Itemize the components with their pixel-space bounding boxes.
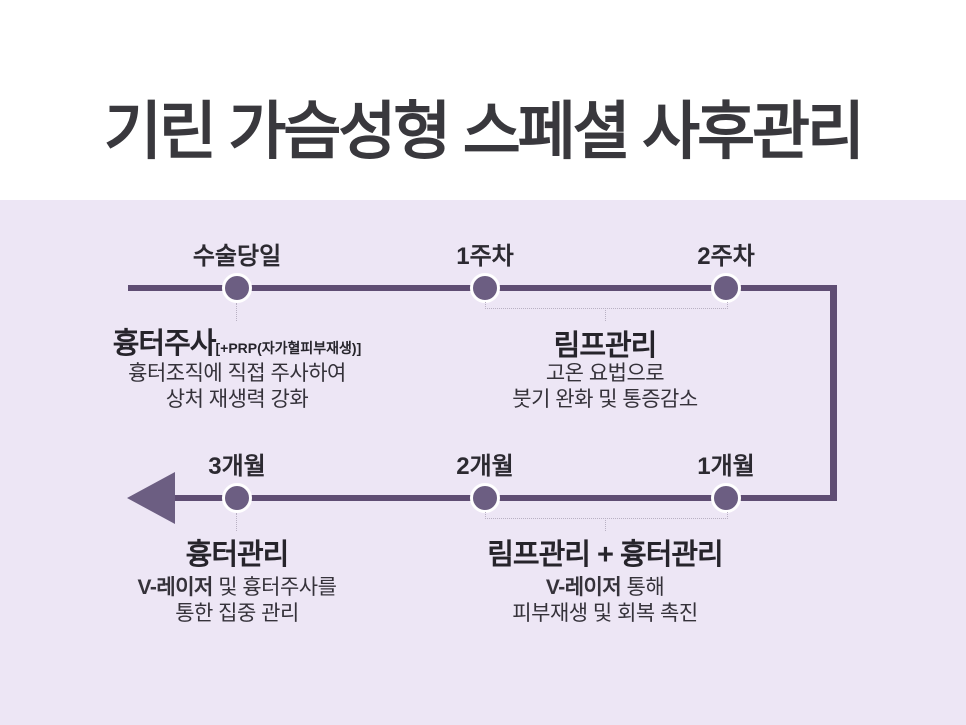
milestone-label-week2: 2주차 [697,243,755,270]
timeline-dot-month2 [470,483,500,513]
milestone-label-month3: 3개월 [208,453,266,480]
desc-line: 붓기 완화 및 통증감소 [512,388,698,411]
desc-line: V-레이저 및 흉터주사를 [138,575,337,601]
connector-month3 [236,513,237,531]
section-desc-lymph-care: 고온 요법으로 붓기 완화 및 통증감소 [512,361,698,413]
timeline-dot-week2 [711,273,741,303]
section-desc-scar-injection: 흉터조직에 직접 주사하여 상처 재생력 강화 [128,361,346,413]
desc-line: 상처 재생력 강화 [165,388,309,411]
desc-bold: V-레이저 [545,576,622,599]
timeline-dot-month3 [222,483,252,513]
page-title: 기린 가슴성형 스페셜 사후관리 [104,96,865,167]
desc-line: 통한 집중 관리 [175,602,299,625]
desc-line: 피부재생 및 회복 촉진 [512,602,698,625]
timeline-dot-month1 [711,483,741,513]
section-desc-lymph-scar-care: V-레이저 통해 피부재생 및 회복 촉진 [512,575,698,627]
connector-bracket-week1-week2 [485,302,728,309]
desc-bold: V-레이저 [137,576,214,599]
connector-bracket-month2-month1 [485,512,728,519]
milestone-label-month1: 1개월 [697,453,755,480]
desc-line: 흉터조직에 직접 주사하여 [128,362,346,385]
section-title-suffix: [+PRP(자가혈피부재생)] [215,340,362,356]
section-title-lymph-care: 림프관리 [553,330,658,362]
desc-line: 고온 요법으로 [545,362,665,385]
timeline-dot-surgery-day [222,273,252,303]
desc-rest: 통해 [621,576,665,599]
timeline-arrowhead-icon [127,472,175,524]
connector-bracket-tick-row1 [605,308,606,321]
section-desc-scar-care: V-레이저 및 흉터주사를 통한 집중 관리 [138,575,337,627]
section-title-lymph-scar-care: 림프관리 + 흉터관리 [487,539,723,571]
section-title-scar-care: 흉터관리 [185,539,290,571]
section-title-text: 흉터주사 [112,328,217,360]
milestone-label-month2: 2개월 [456,453,514,480]
section-title-scar-injection: 흉터주사[+PRP(자가혈피부재생)] [113,320,362,362]
milestone-label-surgery-day: 수술당일 [192,243,282,270]
milestone-label-week1: 1주차 [456,243,514,270]
desc-line: V-레이저 통해 [512,575,697,601]
connector-bracket-tick-row2 [605,518,606,531]
desc-rest: 및 흉터주사를 [212,576,337,599]
connector-surgery-day [236,303,237,321]
timeline-dot-week1 [470,273,500,303]
